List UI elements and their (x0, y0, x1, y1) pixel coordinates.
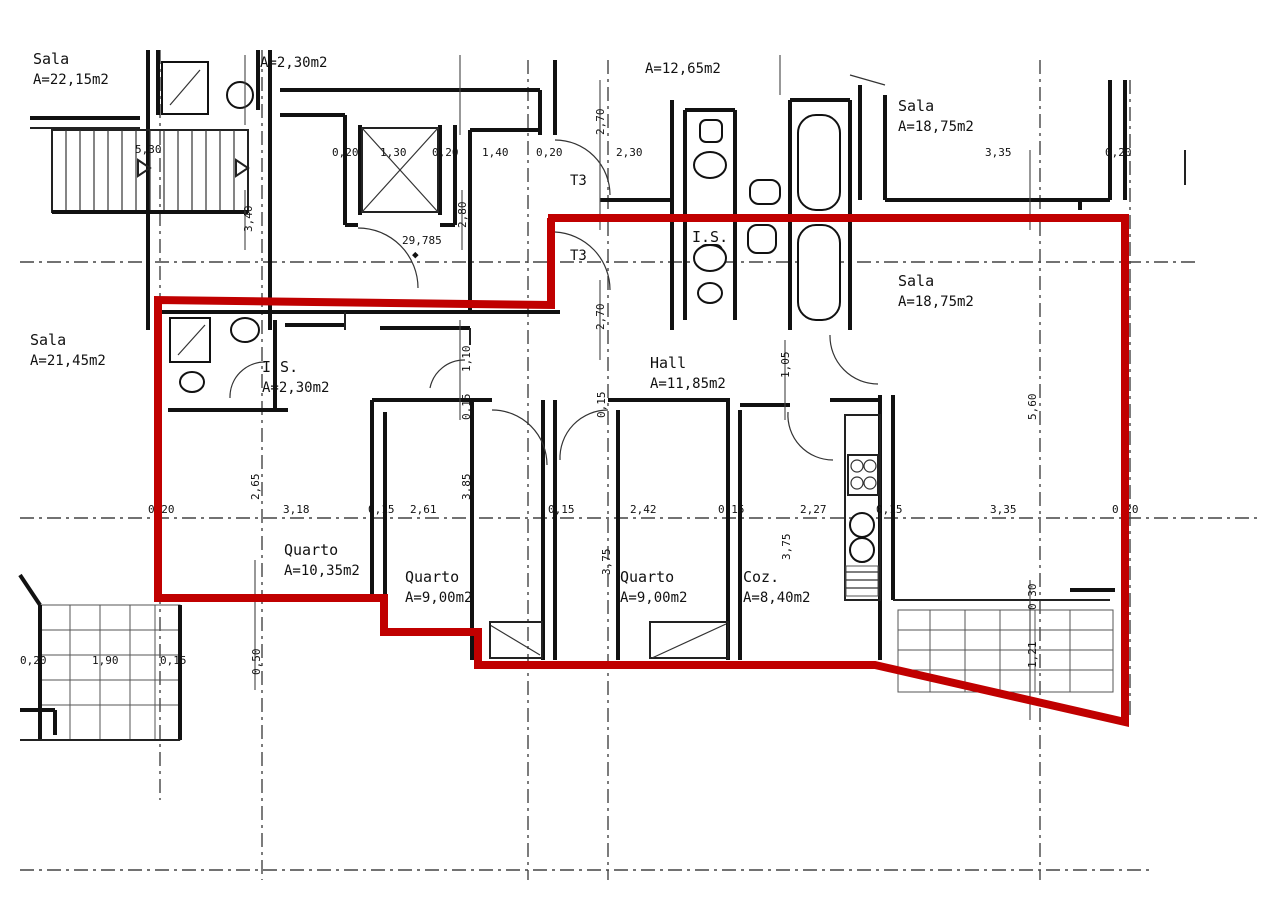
dim-label: 0,20 (536, 146, 563, 159)
dim-label: 1,05 (779, 352, 792, 379)
unit-type-label: T3 (570, 173, 587, 189)
dim-label: 5,30 (135, 143, 162, 156)
room-area: A=22,15m2 (33, 72, 109, 88)
room-name: I.S. (262, 358, 298, 376)
dim-label: 2,30 (616, 146, 643, 159)
dim-label: 3,35 (990, 503, 1017, 516)
dim-label: 5,60 (1026, 394, 1039, 421)
dim-label: 2,61 (410, 503, 437, 516)
room-sala-top-right: Sala A=18,75m2 (898, 97, 974, 135)
kitchen-fixtures (844, 414, 881, 601)
terrace-left (18, 573, 182, 741)
room-name: Quarto (405, 568, 459, 586)
room-cozinha: Coz. A=8,40m2 (743, 568, 810, 606)
terrace-right (897, 609, 1114, 693)
room-hall: Hall A=11,85m2 (650, 354, 726, 392)
dim-label: 1,30 (380, 146, 407, 159)
room-area: A=11,85m2 (650, 376, 726, 392)
dim-label: 3,35 (985, 146, 1012, 159)
dim-label: 2,27 (800, 503, 827, 516)
room-name: Sala (33, 50, 69, 68)
room-quarto-2: Quarto A=9,00m2 (405, 568, 472, 606)
room-area: A=18,75m2 (898, 119, 974, 135)
upper-fixtures (161, 61, 886, 385)
room-name: Coz. (743, 568, 779, 586)
room-area: A=18,75m2 (898, 294, 974, 310)
dim-label: 2,70 (594, 109, 607, 136)
dim-label: 0,15 (368, 503, 395, 516)
staircase (51, 129, 250, 214)
apartment-outline (154, 214, 1129, 728)
unit-type-label: T3 (570, 248, 587, 264)
dim-label: 3,75 (780, 534, 793, 561)
dim-label: 3,18 (283, 503, 310, 516)
dim-label: 0,50 (250, 649, 263, 676)
dim-label: 2,80 (456, 202, 469, 229)
dim-label: 1,10 (460, 346, 473, 373)
elevation-label: 29,785 (402, 234, 442, 247)
elevator-shaft (357, 127, 611, 291)
apartment-walls (160, 200, 1115, 660)
room-area: A=10,35m2 (284, 563, 360, 579)
room-name: Sala (30, 331, 66, 349)
bathroom-fixtures (169, 317, 260, 393)
elevation-marker: ◆ (412, 248, 419, 261)
room-is-center: I.S. (692, 228, 728, 246)
room-area: A=2,30m2 (262, 380, 329, 396)
room-area: A=2,30m2 (260, 55, 327, 71)
room-is-left: I.S. A=2,30m2 (262, 358, 329, 396)
room-area: A=21,45m2 (30, 353, 106, 369)
dim-label: 0,15 (876, 503, 903, 516)
room-name: Sala (898, 97, 934, 115)
dimension-labels: 5,30 0,20 1,30 0,20 1,40 0,20 2,30 3,35 … (20, 143, 1139, 667)
dim-label: 0,15 (718, 503, 745, 516)
dim-label: 1,40 (482, 146, 509, 159)
room-area: A=12,65m2 (645, 61, 721, 77)
dim-label: 3,85 (460, 474, 473, 501)
dim-label: 0,20 (332, 146, 359, 159)
dim-label: 0,15 (548, 503, 575, 516)
room-quarto-1: Quarto A=10,35m2 (284, 541, 360, 579)
room-sala-top-left: Sala A=22,15m2 (33, 50, 109, 88)
dim-label: 2,42 (630, 503, 657, 516)
dim-label: 0,30 (1026, 584, 1039, 611)
room-name: Sala (898, 272, 934, 290)
room-area: A=8,40m2 (743, 590, 810, 606)
room-name: I.S. (692, 228, 728, 246)
dim-label: 0,15 (460, 394, 473, 421)
dim-label: 1,21 (1026, 642, 1039, 669)
axis-lines (20, 50, 1260, 880)
dimension-labels-vertical: 2,70 2,70 2,80 3,40 2,65 3,85 3,75 3,75 … (242, 109, 1039, 676)
room-area: A=9,00m2 (405, 590, 472, 606)
dim-label: 3,75 (600, 549, 613, 576)
dim-label: 0,20 (432, 146, 459, 159)
dim-label: 0,20 (1105, 146, 1132, 159)
dim-label: 3,40 (242, 206, 255, 233)
dim-label: 2,70 (594, 304, 607, 331)
dim-label: 2,65 (249, 474, 262, 501)
room-top-partial: A=12,65m2 (645, 61, 721, 77)
upper-walls (30, 50, 1186, 330)
dim-label: 0,15 (595, 392, 608, 419)
room-sala-mid-left: Sala A=21,45m2 (30, 331, 106, 369)
room-area: A=9,00m2 (620, 590, 687, 606)
room-name: Hall (650, 354, 686, 372)
plan-notes: T3 T3 29,785 ◆ (402, 173, 587, 264)
dim-label: 0,15 (160, 654, 187, 667)
room-name: Quarto (620, 568, 674, 586)
room-name: Quarto (284, 541, 338, 559)
room-is-top: A=2,30m2 (260, 55, 327, 71)
dim-label: 1,90 (92, 654, 119, 667)
room-sala-right: Sala A=18,75m2 (898, 272, 974, 310)
room-quarto-3: Quarto A=9,00m2 (620, 568, 687, 606)
dim-label: 0,20 (20, 654, 47, 667)
